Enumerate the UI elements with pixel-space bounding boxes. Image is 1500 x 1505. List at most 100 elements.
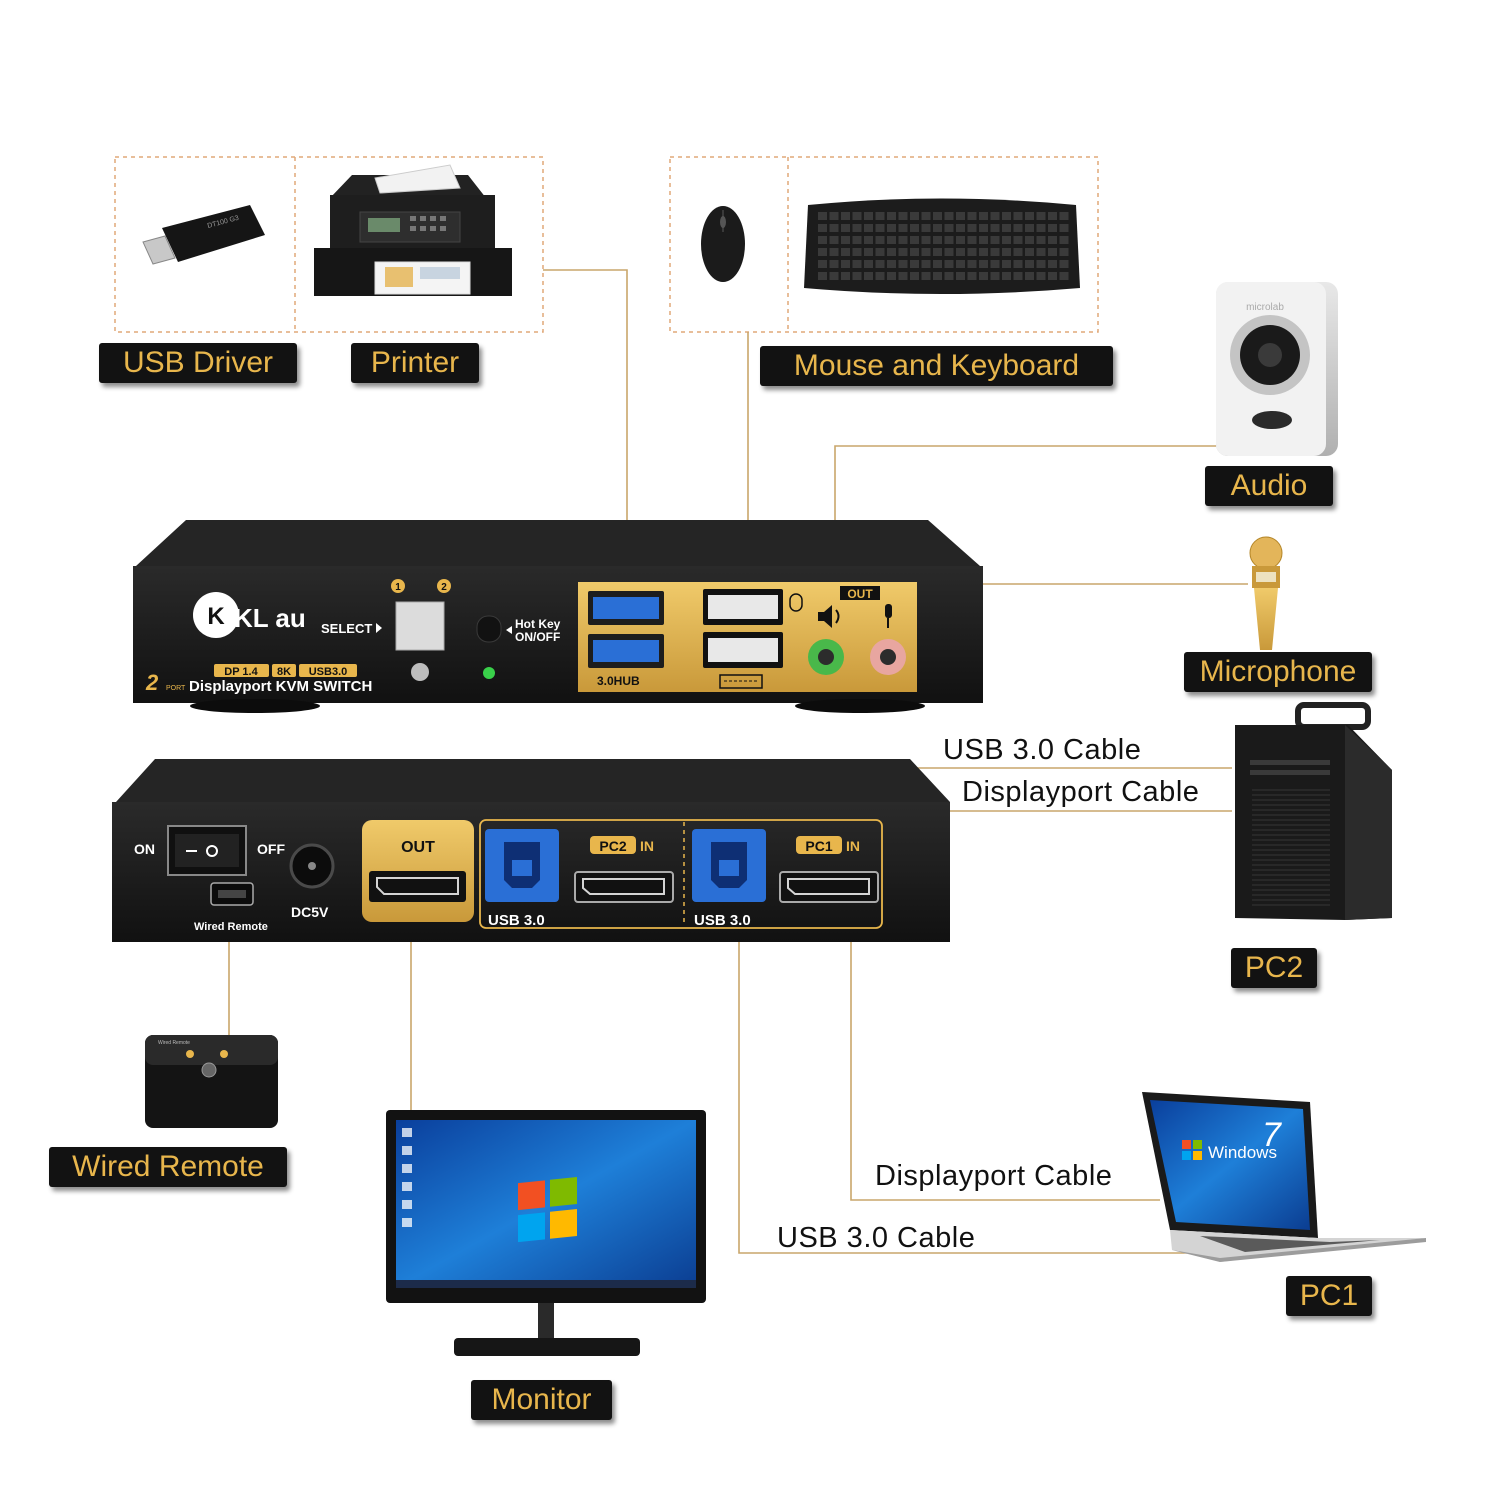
keyboard-key [979,248,988,256]
badge-8k: 8K [277,666,291,678]
mouse-usb-port[interactable] [708,595,778,619]
keyboard-key [1036,224,1046,232]
keyboard-key [944,236,954,244]
pc1-dp-cable-label: Displayport Cable [875,1160,1113,1192]
speaker-icon [818,605,840,628]
hotkey-button[interactable] [476,615,502,643]
keyboard-key [1036,260,1046,268]
top-right-device-box [669,156,1099,333]
brand-name: KL au [234,603,306,633]
keyboard-key [1059,248,1069,256]
keyboard-key [875,236,885,244]
keyboard-key [898,236,908,244]
keyboard-key [956,272,965,280]
keyboard-key [921,272,931,280]
keyboard-port-icon [719,674,763,689]
keyboard-key [864,224,873,232]
keyboard-key [1048,248,1057,256]
keyboard-usb-port[interactable] [708,638,778,662]
keyboard-key [1048,260,1057,268]
keyboard-key [829,248,839,256]
wired-remote-port-label: Wired Remote [194,921,268,933]
keyboard-key [829,224,839,232]
wired-remote-label: Wired Remote [49,1147,287,1187]
keyboard-key [1002,272,1011,280]
keyboard-key [841,212,850,220]
keyboard-key [852,248,862,256]
pc2-port-number: PC2 [599,838,626,854]
keyboard-key [1002,248,1011,256]
keyboard-key [898,248,908,256]
top-left-device-box [114,156,544,333]
keyboard-device [804,198,1080,294]
off-label: OFF [257,841,285,857]
keyboard-key [910,260,919,268]
port-1-indicator: 1 [395,582,401,593]
keyboard-key [818,224,827,232]
keyboard-key [841,272,850,280]
pc1-usb-cable-label: USB 3.0 Cable [777,1222,976,1254]
keyboard-key [910,224,919,232]
keyboard-key [864,272,873,280]
keyboard-key [933,224,942,232]
laptop-device: Windows 7 [1142,1092,1426,1262]
keyboard-key [1059,236,1069,244]
keyboard-key [910,248,919,256]
keyboard-key [852,272,862,280]
keyboard-key [852,212,862,220]
mouse-device [701,206,745,282]
keyboard-key [875,272,885,280]
keyboard-key [818,236,827,244]
keyboard-key [990,224,1000,232]
wired-remote-device: Wired Remote [145,1035,278,1128]
windows-logo-icon [1182,1140,1202,1160]
keyboard-key [1036,236,1046,244]
keyboard-key [979,272,988,280]
select-button[interactable] [395,601,445,651]
keyboard-key [1013,260,1023,268]
pc1-in-label: IN [846,838,860,854]
keyboard-key [1048,212,1057,220]
usb-hub-port-1[interactable] [593,597,659,619]
keyboard-key [1036,272,1046,280]
keyboard-key [1025,212,1034,220]
keyboard-key [1048,272,1057,280]
hub-label: 3.0HUB [597,674,640,688]
keyboard-key [875,248,885,256]
pc1-port-number: PC1 [805,838,832,854]
keyboard-key [829,236,839,244]
kvm-rear-panel: ON OFF Wired Remote DC5V OUT USB 3.0 PC2… [112,759,950,942]
keyboard-key [829,212,839,220]
microphone-icon [885,604,892,628]
keyboard-key [1013,248,1023,256]
keyboard-key [818,260,827,268]
keyboard-key [1002,260,1011,268]
keyboard-key [933,260,942,268]
keyboard-key [1036,212,1046,220]
port-word: PORT [166,685,186,692]
keyboard-key [956,248,965,256]
keyboard-key [921,212,931,220]
dp-out-port[interactable] [369,871,466,902]
keyboard-key [921,248,931,256]
keyboard-key [852,260,862,268]
keyboard-key [1002,224,1011,232]
keyboard-key [1013,272,1023,280]
windows-logo-icon [518,1176,577,1243]
speaker-device: microlab [1216,282,1338,456]
port-count: 2 [145,670,159,695]
keyboard-key [956,236,965,244]
keyboard-key [1013,224,1023,232]
keyboard-key [967,248,977,256]
pc1-dp-in-port[interactable] [779,871,879,903]
pc2-dp-in-port[interactable] [574,871,674,903]
out-label: OUT [847,587,873,601]
hotkey-label-line1: Hot Key [515,617,561,631]
keyboard-key [864,212,873,220]
usb-hub-port-2[interactable] [593,640,659,662]
dc5v-label: DC5V [291,904,329,920]
remote-caption: Wired Remote [158,1040,190,1046]
printer-device [314,164,512,296]
dp-out-label: OUT [401,839,435,856]
